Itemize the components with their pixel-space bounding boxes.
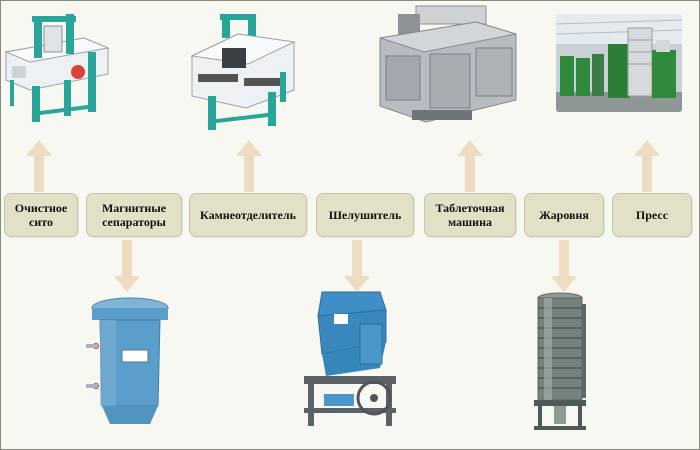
cleaning-sieve-image: [4, 10, 116, 126]
arrow-down-icon: [114, 240, 140, 292]
step-label: Магнитные сепараторы: [102, 201, 166, 229]
step-magnetic-separators: Магнитные сепараторы: [86, 193, 182, 237]
arrow-down-icon: [344, 240, 370, 292]
huller-image: [300, 288, 400, 434]
step-press: Пресс: [612, 193, 692, 237]
arrow-up-icon: [634, 140, 660, 192]
press-photo: [556, 14, 682, 112]
magnetic-separator-image: [86, 294, 174, 430]
step-cooker: Жаровня: [524, 193, 604, 237]
flaking-mill-image: [376, 4, 522, 130]
step-destoner: Камнеотделитель: [189, 193, 307, 237]
step-label: Камнеотделитель: [200, 208, 296, 222]
arrow-up-icon: [457, 140, 483, 192]
step-label: Жаровня: [539, 208, 589, 222]
step-flaking-mill: Таблеточная машина: [424, 193, 516, 237]
step-label: Очистное сито: [15, 201, 67, 229]
step-label: Шелушитель: [329, 208, 402, 222]
arrow-down-icon: [551, 240, 577, 292]
cooker-image: [528, 292, 592, 434]
arrow-up-icon: [26, 140, 52, 192]
step-cleaning-sieve: Очистное сито: [4, 193, 78, 237]
step-label: Таблеточная машина: [435, 201, 504, 229]
step-label: Пресс: [636, 208, 668, 222]
step-huller: Шелушитель: [316, 193, 414, 237]
destoner-image: [188, 12, 300, 134]
arrow-up-icon: [236, 140, 262, 192]
